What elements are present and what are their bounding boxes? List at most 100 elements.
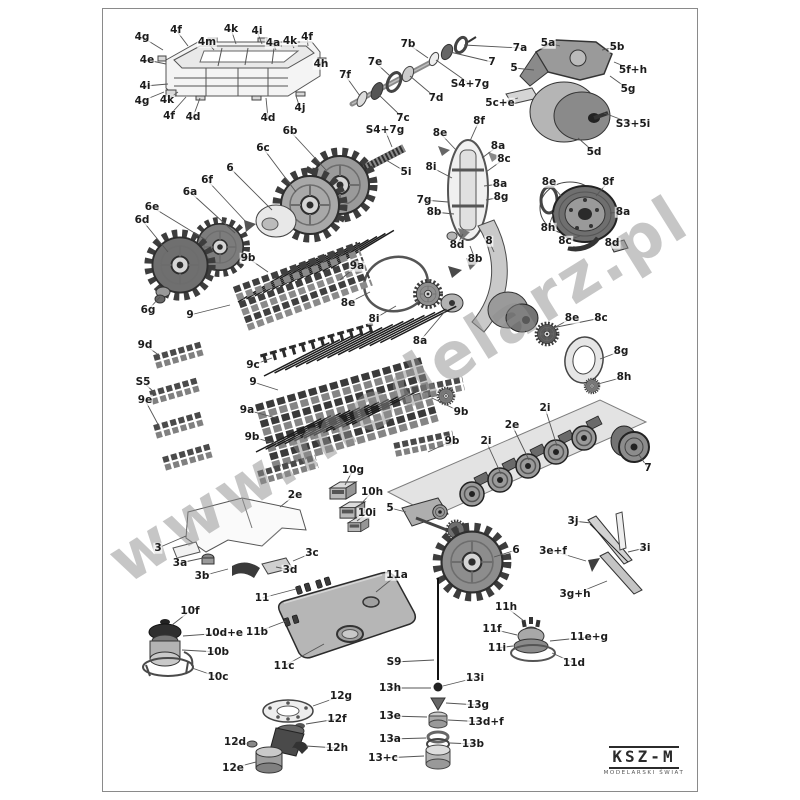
part-label-10g: 10g — [340, 463, 366, 476]
part-label-8e: 8e — [563, 311, 581, 324]
part-label-S3+5i: S3+5i — [614, 117, 652, 130]
part-label-6f: 6f — [200, 173, 214, 186]
part-label-11c: 11c — [272, 659, 296, 672]
part-label-8a: 8a — [411, 334, 429, 347]
part-label-10h: 10h — [359, 485, 385, 498]
part-label-6c: 6c — [255, 141, 271, 154]
part-label-3i: 3i — [638, 541, 652, 554]
leader-line-6e — [151, 206, 207, 241]
cupola-11-assembly — [510, 617, 556, 662]
page-frame — [102, 8, 698, 792]
part-label-4d: 4d — [259, 111, 277, 124]
roadwheel-2-assembly — [386, 399, 650, 517]
leader-line-2i — [544, 407, 558, 447]
part-label-13b: 13b — [460, 737, 486, 750]
idler-8-center-assembly — [438, 139, 500, 241]
part-label-4f: 4f — [169, 23, 183, 36]
part-label-8b: 8b — [466, 252, 484, 265]
part-label-12d: 12d — [222, 735, 248, 748]
sprocket-6-assembly — [149, 144, 406, 304]
part-label-9a: 9a — [238, 403, 256, 416]
part-label-8e: 8e — [431, 126, 449, 139]
part-label-6a: 6a — [181, 185, 199, 198]
part-label-3g+h: 3g+h — [558, 587, 592, 600]
gearbox-5-assembly — [505, 39, 613, 143]
part-label-8h: 8h — [615, 370, 633, 383]
part-label-6e: 6e — [143, 200, 161, 213]
leader-line-6b — [289, 130, 327, 171]
part-label-5c+e: 5c+e — [484, 96, 516, 109]
hub-8-parts-assembly — [362, 255, 604, 395]
turret-plate-11 — [277, 571, 417, 659]
part-label-2i: 2i — [538, 401, 552, 414]
part-label-9b: 9b — [243, 430, 261, 443]
part-label-4j: 4j — [293, 101, 307, 114]
part-label-11: 11 — [253, 591, 271, 604]
part-label-8e: 8e — [339, 296, 357, 309]
part-label-11h: 11h — [493, 600, 519, 613]
leader-line-6d — [141, 219, 169, 253]
part-label-4k: 4k — [222, 22, 240, 35]
part-label-10f: 10f — [179, 604, 201, 617]
part-label-9e: 9e — [136, 393, 154, 406]
wheel-8-right-assembly — [539, 181, 629, 253]
antenna-13-assembly — [425, 578, 451, 770]
part-label-13d+f: 13d+f — [467, 715, 505, 728]
part-label-11f: 11f — [481, 622, 503, 635]
publisher-logo: KSZ-M MODELARSKI ŚWIAT — [586, 746, 702, 776]
part-label-8a: 8a — [489, 139, 507, 152]
glacis-3-assembly — [172, 497, 307, 578]
part-label-4e: 4e — [138, 53, 156, 66]
leader-line-6c — [262, 147, 297, 193]
publisher-logo-subtitle: MODELARSKI ŚWIAT — [603, 769, 685, 776]
part-label-12e: 12e — [221, 761, 245, 774]
part-label-5b: 5b — [608, 40, 626, 53]
part-label-8g: 8g — [492, 190, 510, 203]
part-label-2e: 2e — [503, 418, 521, 431]
part-label-12g: 12g — [328, 689, 354, 702]
leader-line-7a — [463, 44, 521, 49]
part-label-8g: 8g — [612, 344, 630, 357]
part-label-9: 9 — [248, 375, 258, 388]
part-label-11d: 11d — [561, 656, 587, 669]
part-label-12f: 12f — [326, 712, 348, 725]
part-label-11b: 11b — [244, 625, 270, 638]
part-label-9b: 9b — [443, 434, 461, 447]
publisher-logo-title: KSZ-M — [609, 746, 679, 769]
part-label-4f: 4f — [300, 30, 314, 43]
part-label-2i: 2i — [479, 434, 493, 447]
leader-line-6 — [229, 167, 273, 211]
part-label-10d+e: 10d+e — [203, 626, 245, 639]
part-label-8d: 8d — [448, 238, 466, 251]
part-label-7g: 7g — [415, 193, 433, 206]
leader-line-9 — [189, 304, 231, 316]
part-label-7c: 7c — [395, 111, 411, 124]
part-label-7f: 7f — [338, 68, 352, 81]
part-label-10b: 10b — [205, 645, 231, 658]
part-label-10c: 10c — [206, 670, 230, 683]
part-label-8h: 8h — [539, 221, 557, 234]
rail-3-right-assembly — [587, 511, 643, 595]
part-label-4d: 4d — [184, 110, 202, 123]
part-label-6d: 6d — [133, 213, 151, 226]
part-label-13h: 13h — [377, 681, 403, 694]
leader-line-6a — [189, 191, 236, 234]
part-label-7d: 7d — [427, 91, 445, 104]
drum-10-assembly — [142, 619, 194, 677]
part-label-13e: 13e — [378, 709, 402, 722]
part-label-4f: 4f — [162, 109, 176, 122]
part-label-8i: 8i — [424, 160, 438, 173]
part-label-13g: 13g — [465, 698, 491, 711]
part-label-7: 7 — [487, 55, 497, 68]
part-label-7b: 7b — [399, 37, 417, 50]
part-label-4k: 4k — [281, 34, 299, 47]
part-label-12h: 12h — [324, 741, 350, 754]
part-label-S5: S5 — [134, 375, 152, 388]
part-label-11e+g: 11e+g — [568, 630, 610, 643]
part-label-9: 9 — [185, 308, 195, 321]
part-label-4i: 4i — [138, 79, 152, 92]
part-label-9d: 9d — [136, 338, 154, 351]
part-label-4g: 4g — [133, 94, 151, 107]
part-label-13i: 13i — [464, 671, 486, 684]
funnel-12-assembly — [246, 699, 314, 774]
